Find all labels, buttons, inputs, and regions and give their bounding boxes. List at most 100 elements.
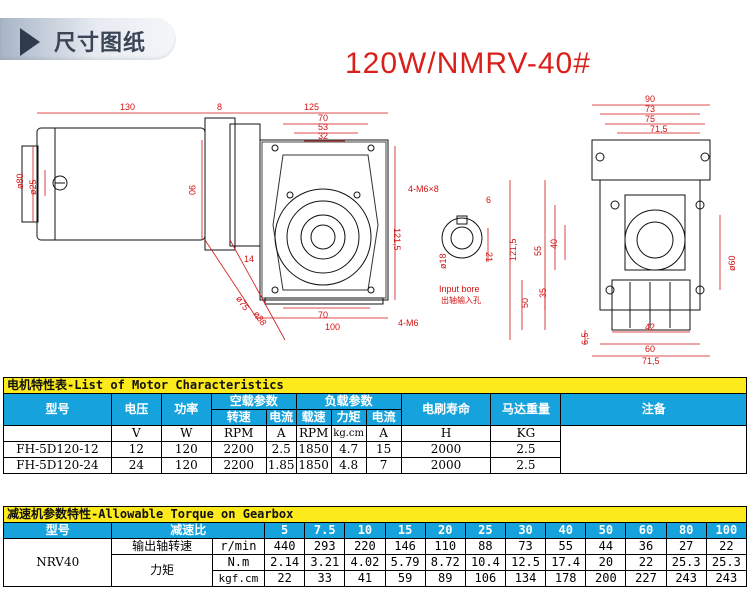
unit-cell: RPM [295, 425, 332, 442]
table-cell: 2200 [210, 441, 267, 458]
ratio-cell: 50 [585, 522, 627, 539]
torque-cell: 2.14 [264, 554, 306, 571]
table-cell: 24 [110, 457, 162, 474]
gear-speed-unit: r/min [211, 538, 266, 555]
input-bore-cn: 出轴输入孔 [441, 295, 481, 305]
gear-table-caption: 减速机参数特性-Allowable Torque on Gearbox [3, 506, 747, 523]
torque-cell: 25.3 [665, 554, 707, 571]
ratio-cell: 80 [665, 522, 707, 539]
motor-characteristics-table: 电机特性表-List of Motor Characteristics 型号 电… [3, 377, 747, 474]
dim-r60b: 60 [645, 344, 655, 354]
gear-model-header: 型号 [2, 522, 113, 539]
dim-r40: 40 [549, 239, 559, 249]
motor-terminal-icon [52, 175, 68, 191]
torque-cell: 22 [264, 570, 306, 587]
ratio-cell: 40 [545, 522, 587, 539]
torque-cell: 106 [464, 570, 506, 587]
unit-cell: V [110, 425, 162, 442]
dim-125: 125 [304, 102, 319, 112]
torque-cell: 243 [705, 570, 748, 587]
gear-ratio-header: 减速比 [111, 522, 266, 539]
motor-endcap [21, 145, 39, 223]
gearbox-side-view [591, 139, 711, 181]
dim-4m6: 4-M6 [398, 318, 419, 328]
dim-21: 21 [484, 252, 494, 262]
torque-cell: 134 [504, 570, 547, 587]
dim-r90: 90 [645, 94, 655, 104]
table-cell: 12 [110, 441, 162, 458]
gear-model-cell: NRV40 [2, 538, 113, 587]
torque-cell: 25.3 [705, 554, 748, 571]
dim-r42: 42 [645, 322, 655, 332]
header-load: 负载参数 [295, 393, 402, 410]
table-cell: 1.85 [265, 457, 297, 474]
table-cell: 7 [365, 457, 402, 474]
motor-table-header-row: 型号 电压 功率 空载参数 负载参数 电刷寿命 马达重量 注备 [3, 393, 747, 426]
dim-32: 32 [318, 131, 328, 141]
dim-53: 53 [318, 122, 328, 132]
note-cell [560, 425, 747, 474]
header-brush-life: 电刷寿命 [400, 393, 492, 426]
dim-d25: ø25 [28, 179, 38, 195]
torque-cell: 200 [585, 570, 627, 587]
torque-cell: 22 [625, 554, 667, 571]
gear-torque-unit-kgf: kgf.cm [211, 570, 266, 587]
torque-cell: 8.72 [424, 554, 466, 571]
dim-r35: 35 [538, 288, 548, 298]
table-cell: 2200 [210, 457, 267, 474]
torque-cell: 3.21 [304, 554, 346, 571]
dim-130: 130 [120, 102, 135, 112]
dim-90: 90 [187, 185, 197, 195]
table-cell: 2.5 [265, 441, 297, 458]
gear-torque-kgf-row: kgf.cm 22 33 41 59 89 106 134 178 200 22… [4, 570, 748, 587]
torque-cell: 12.5 [504, 554, 547, 571]
table-cell: FH-5D120-24 [3, 457, 112, 474]
table-cell: 4.8 [330, 457, 367, 474]
header-arrow-icon [20, 28, 40, 56]
header-no-load: 空载参数 [210, 393, 297, 410]
subheader-speed: 转速 [210, 409, 267, 426]
dim-r75: 75 [645, 114, 655, 124]
speed-cell: 44 [585, 538, 627, 555]
motor-flange [204, 117, 236, 251]
torque-cell: 59 [384, 570, 426, 587]
speed-cell: 22 [705, 538, 748, 555]
unit-cell: kg.cm [330, 425, 367, 442]
main-title: 120W/NMRV-40# [345, 47, 591, 80]
subheader-current: 电流 [265, 409, 297, 426]
dim-d80: ø80 [15, 173, 25, 189]
speed-cell: 293 [304, 538, 346, 555]
gear-ratio-row: 型号 减速比 5 7.5 10 15 20 25 30 40 50 60 80 … [2, 522, 748, 539]
unit-cell: H [400, 425, 492, 442]
gearbox-housing [259, 139, 389, 301]
header-voltage: 电压 [110, 393, 162, 426]
unit-cell: RPM [210, 425, 267, 442]
motor-table-caption: 电机特性表-List of Motor Characteristics [3, 377, 747, 394]
dim-r71-5b: 71,5 [642, 356, 660, 366]
dim-8: 8 [217, 102, 222, 112]
gear-speed-row: NRV40 输出轴转速 r/min 440 293 220 146 110 88… [2, 538, 748, 587]
header-title: 尺寸图纸 [54, 31, 147, 56]
dim-100: 100 [325, 322, 340, 332]
table-cell: 2000 [400, 457, 492, 474]
dim-4m6x8: 4-M6×8 [408, 184, 439, 194]
header-model: 型号 [3, 393, 112, 426]
dim-r50: 50 [520, 298, 530, 308]
dim-70: 70 [318, 113, 328, 123]
torque-cell: 5.79 [384, 554, 426, 571]
table-cell: 120 [160, 457, 212, 474]
subheader-torque: 力矩 [330, 409, 367, 426]
torque-cell: 243 [665, 570, 707, 587]
subheader-load-speed: 载速 [295, 409, 332, 426]
table-cell: 1850 [295, 457, 332, 474]
dim-70b: 70 [318, 310, 328, 320]
unit-cell: A [265, 425, 297, 442]
dim-r71-5: 71,5 [650, 124, 668, 134]
torque-cell: 20 [585, 554, 627, 571]
gearbox-torque-table: 减速机参数特性-Allowable Torque on Gearbox 型号 减… [2, 506, 748, 587]
speed-cell: 146 [384, 538, 426, 555]
ratio-cell: 60 [625, 522, 667, 539]
speed-cell: 55 [545, 538, 587, 555]
dim-6: 6 [486, 195, 491, 205]
motor-body [36, 127, 206, 241]
